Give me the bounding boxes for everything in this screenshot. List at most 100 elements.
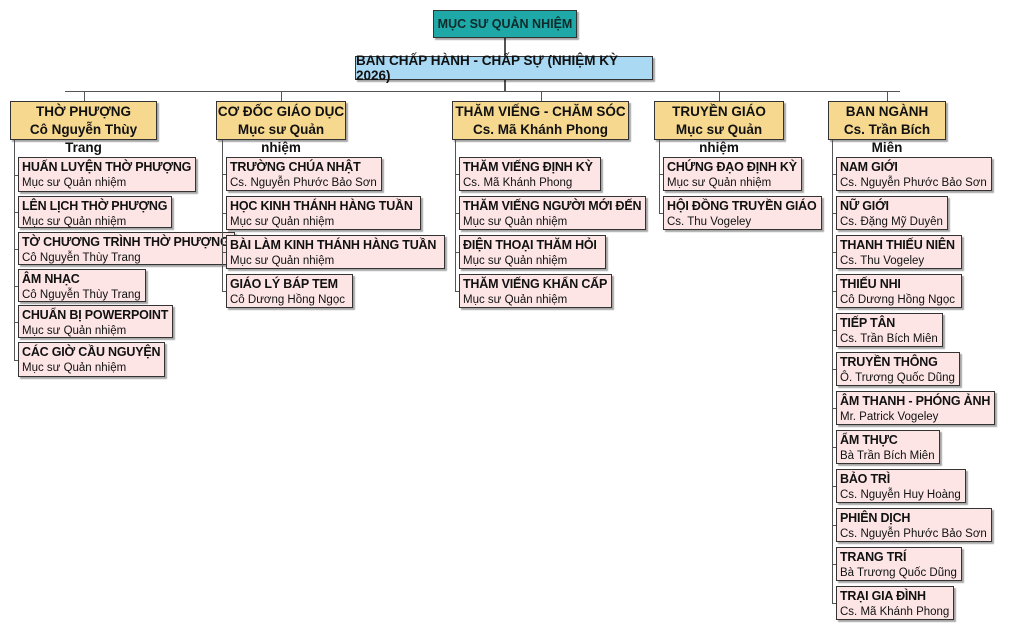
connector-line <box>455 291 459 292</box>
ministry-title: TIẾP TÂN <box>840 316 896 330</box>
ministry-node: TRẠI GIA ĐÌNH Cs. Mã Khánh Phong <box>836 586 955 620</box>
ministry-person: Mục sư Quản nhiệm <box>22 362 127 374</box>
connector-line <box>83 91 85 101</box>
ministry-title: CHỨNG ĐẠO ĐỊNH KỲ <box>667 160 797 174</box>
connector-line <box>832 525 836 526</box>
ministry-person: Cs. Nguyễn Phước Bảo Sơn <box>840 177 987 189</box>
connector-line <box>14 212 18 213</box>
connector-line <box>832 486 836 487</box>
department-title: THỜ PHƯỢNG <box>36 104 131 119</box>
ministry-node: ẨM THỰC Bà Trần Bích Miên <box>836 430 940 464</box>
ministry-person: Mr. Patrick Vogeley <box>840 411 939 423</box>
connector-line <box>504 38 506 56</box>
connector-line <box>832 213 836 214</box>
connector-line <box>719 91 720 101</box>
ministry-title: ÂM NHẠC <box>22 272 80 286</box>
ministry-title: ẨM THỰC <box>840 433 898 447</box>
department-title: THĂM VIẾNG - CHĂM SÓC <box>455 104 626 119</box>
connector-line <box>887 91 888 101</box>
connector-line <box>504 80 506 91</box>
ministry-node: NAM GIỚI Cs. Nguyễn Phước Bảo Sơn <box>836 157 992 191</box>
ministry-person: Mục sư Quản nhiệm <box>230 255 335 267</box>
connector-line <box>455 213 459 214</box>
ministry-person: Mục sư Quản nhiệm <box>22 177 127 189</box>
ministry-title: HUẤN LUYỆN THỜ PHƯỢNG <box>22 160 192 174</box>
department-leader: Cs. Trần Bích Miên <box>843 122 931 155</box>
ministry-person: Cô Dương Hồng Ngọc <box>840 294 955 306</box>
connector-line <box>455 252 459 253</box>
ministry-node: ÂM THANH - PHÓNG ẢNH Mr. Patrick Vogeley <box>836 391 996 425</box>
ministry-title: TRƯỜNG CHÚA NHẬT <box>230 160 361 174</box>
ministry-title: ĐIỆN THOẠI THĂM HỎI <box>463 238 597 252</box>
ministry-person: Mục sư Quản nhiệm <box>667 177 772 189</box>
ministry-title: TỜ CHƯƠNG TRÌNH THỜ PHƯỢNG <box>22 235 230 249</box>
connector-line <box>14 140 15 360</box>
connector-line <box>222 291 226 292</box>
ministry-person: Cs. Trần Bích Miên <box>840 333 938 345</box>
ministry-title: THIẾU NHI <box>840 277 901 291</box>
ministry-title: ÂM THANH - PHÓNG ẢNH <box>840 394 991 408</box>
connector-line <box>832 174 836 175</box>
ministry-node: HUẤN LUYỆN THỜ PHƯỢNG Mục sư Quản nhiệm <box>18 157 197 192</box>
connector-line <box>222 213 226 214</box>
ministry-person: Cs. Thu Vogeley <box>667 216 752 228</box>
connector-line <box>659 140 660 213</box>
connector-line <box>540 91 542 101</box>
ministry-title: HỌC KINH THÁNH HÀNG TUẦN <box>230 199 413 213</box>
ministry-title: BÀI LÀM KINH THÁNH HÀNG TUẦN <box>230 238 437 252</box>
connector-line <box>832 252 836 253</box>
connector-line <box>832 291 836 292</box>
ministry-title: THĂM VIẾNG ĐỊNH KỲ <box>463 160 593 174</box>
ministry-person: Ô. Trương Quốc Dũng <box>840 372 955 384</box>
ministry-person: Cô Nguyễn Thùy Trang <box>22 289 141 301</box>
ministry-person: Cs. Đặng Mỹ Duyên <box>840 216 943 228</box>
ministry-title: BẢO TRÌ <box>840 472 890 486</box>
department-leader: Mục sư Quản nhiệm <box>675 122 763 155</box>
ministry-title: PHIÊN DỊCH <box>840 511 911 525</box>
ministry-person: Cs. Thu Vogeley <box>840 255 925 267</box>
ministry-node: CHỨNG ĐẠO ĐỊNH KỲ Mục sư Quản nhiệm <box>663 157 802 191</box>
connector-line <box>455 140 456 291</box>
ministry-title: THĂM VIẾNG NGƯỜI MỚI ĐẾN <box>463 199 642 213</box>
connector-line <box>65 91 900 92</box>
ministry-node: HỘI ĐỒNG TRUYỀN GIÁO Cs. Thu Vogeley <box>663 196 822 230</box>
connector-line <box>14 248 18 250</box>
ministry-node: ÂM NHẠC Cô Nguyễn Thùy Trang <box>18 269 146 302</box>
ministry-title: TRẠI GIA ĐÌNH <box>840 589 926 603</box>
connector-line <box>222 140 223 291</box>
connector-line <box>222 174 226 175</box>
ministry-person: Cs. Nguyễn Phước Bảo Sơn <box>230 177 377 189</box>
ministry-person: Cs. Nguyễn Huy Hoàng <box>840 489 961 501</box>
ministry-person: Cs. Nguyễn Phước Bảo Sơn <box>840 528 987 540</box>
ministry-node: BÀI LÀM KINH THÁNH HÀNG TUẦN Mục sư Quản … <box>226 235 445 269</box>
ministry-title: NAM GIỚI <box>840 160 898 174</box>
board-node: BAN CHẤP HÀNH - CHẤP SỰ (NHIỆM KỲ 2026) <box>355 53 653 83</box>
ministry-person: Mục sư Quản nhiệm <box>22 325 127 337</box>
root-node-pastor: MỤC SƯ QUẢN NHIỆM <box>433 10 577 38</box>
ministry-node: TỜ CHƯƠNG TRÌNH THỜ PHƯỢNG Cô Nguyễn Thùy… <box>18 232 235 265</box>
ministry-title: LÊN LỊCH THỜ PHƯỢNG <box>22 199 168 213</box>
ministry-person: Bà Trần Bích Miên <box>840 450 935 462</box>
ministry-node: THĂM VIẾNG ĐỊNH KỲ Cs. Mã Khánh Phong <box>459 157 601 191</box>
ministry-title: HỘI ĐỒNG TRUYỀN GIÁO <box>667 199 817 213</box>
connector-line <box>659 213 663 214</box>
ministry-person: Cs. Mã Khánh Phong <box>840 606 950 618</box>
ministry-person: Cô Nguyễn Thùy Trang <box>22 252 141 264</box>
ministry-title: GIÁO LÝ BÁP TEM <box>230 277 338 291</box>
ministry-person: Cs. Mã Khánh Phong <box>463 177 573 189</box>
connector-line <box>832 140 833 603</box>
ministry-node: TIẾP TÂN Cs. Trần Bích Miên <box>836 313 943 347</box>
connector-line <box>832 564 836 565</box>
